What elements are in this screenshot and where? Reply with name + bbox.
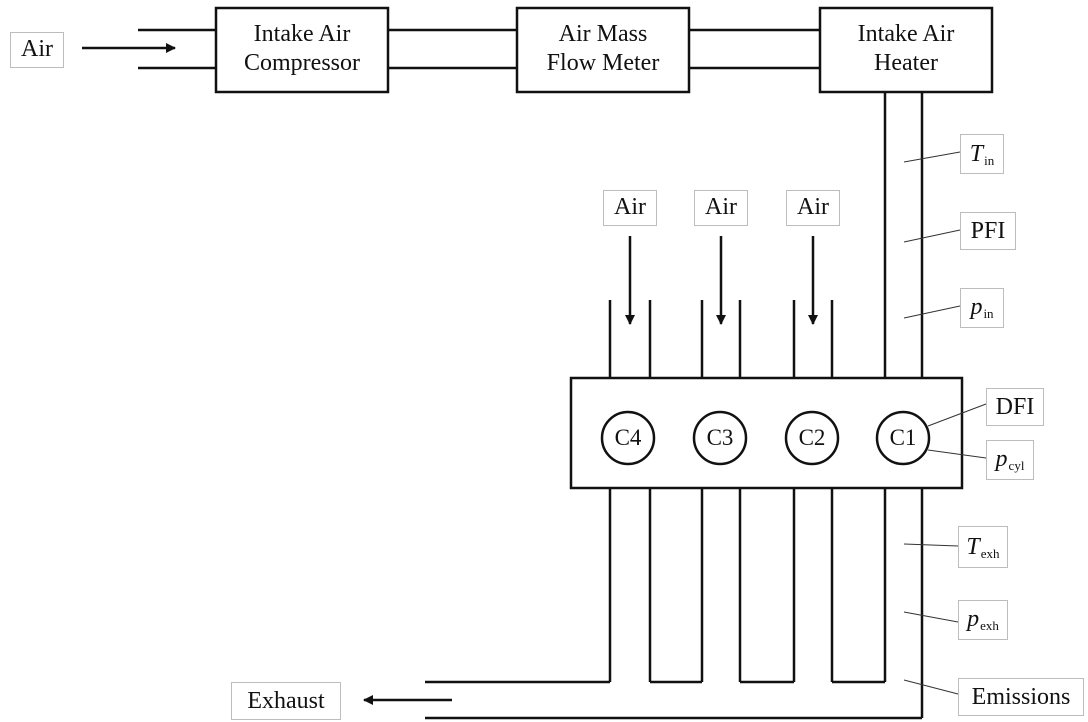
- mass-flow-meter-label-line1: Air Mass: [558, 21, 648, 47]
- leader-dfi: [927, 403, 987, 427]
- sensor-p-exh: pexh: [958, 600, 1008, 640]
- air-c3-label: Air: [694, 190, 748, 226]
- sensor-t-in: Tin: [960, 134, 1004, 174]
- engine-block: [569, 376, 964, 490]
- leader-t-in: [903, 151, 961, 163]
- mass-flow-meter-label-line2: Flow Meter: [546, 50, 660, 76]
- sensor-p-in: pin: [960, 288, 1004, 328]
- mass-flow-meter-box: [515, 6, 691, 94]
- heater-box: [818, 6, 994, 94]
- sensor-t-exh: Texh: [958, 526, 1008, 568]
- air-c2-label: Air: [786, 190, 840, 226]
- cylinder-c4-label: C4: [614, 425, 642, 450]
- exhaust-label: Exhaust: [231, 682, 341, 720]
- leader-t-exh: [903, 543, 959, 547]
- sensor-p-cyl-symbol: p: [995, 446, 1008, 472]
- sensor-p-in-symbol: p: [970, 294, 983, 320]
- cylinder-c3-label: C3: [706, 425, 734, 450]
- compressor-label: Intake Air Compressor: [216, 20, 388, 78]
- sensor-p-exh-sub: exh: [980, 618, 999, 633]
- cylinder-c2: [784, 410, 840, 466]
- compressor-label-line2: Compressor: [244, 50, 360, 76]
- compressor-box: [214, 6, 390, 94]
- emissions-label: Emissions: [958, 678, 1084, 716]
- heater-label-line1: Intake Air: [857, 21, 955, 47]
- air-c4-label: Air: [603, 190, 657, 226]
- leader-emissions: [903, 679, 959, 695]
- leader-pfi: [903, 229, 961, 243]
- sensor-t-in-sub: in: [984, 153, 995, 168]
- cylinder-c1: [875, 410, 931, 466]
- cylinder-c2-label: C2: [798, 425, 826, 450]
- sensor-p-exh-symbol: p: [967, 606, 980, 632]
- pfi-label: PFI: [960, 212, 1016, 250]
- heater-label-line2: Heater: [874, 50, 938, 76]
- cylinder-c1-label: C1: [889, 425, 917, 450]
- sensor-t-in-symbol: T: [969, 141, 984, 167]
- sensor-p-in-sub: in: [983, 306, 994, 321]
- cylinder-c3: [692, 410, 748, 466]
- sensor-p-cyl-sub: cyl: [1008, 458, 1025, 473]
- heater-label: Intake Air Heater: [820, 20, 992, 78]
- sensor-t-exh-sub: exh: [980, 546, 1000, 561]
- leader-p-exh: [903, 611, 959, 623]
- leader-p-cyl: [927, 449, 987, 459]
- compressor-label-line1: Intake Air: [253, 21, 351, 47]
- mass-flow-meter-label: Air Mass Flow Meter: [517, 20, 689, 78]
- cylinder-c4: [600, 410, 656, 466]
- sensor-t-exh-symbol: T: [966, 534, 980, 560]
- air-inlet-label: Air: [10, 32, 64, 68]
- leader-p-in: [903, 305, 961, 319]
- dfi-label: DFI: [986, 388, 1044, 426]
- sensor-p-cyl: pcyl: [986, 440, 1034, 480]
